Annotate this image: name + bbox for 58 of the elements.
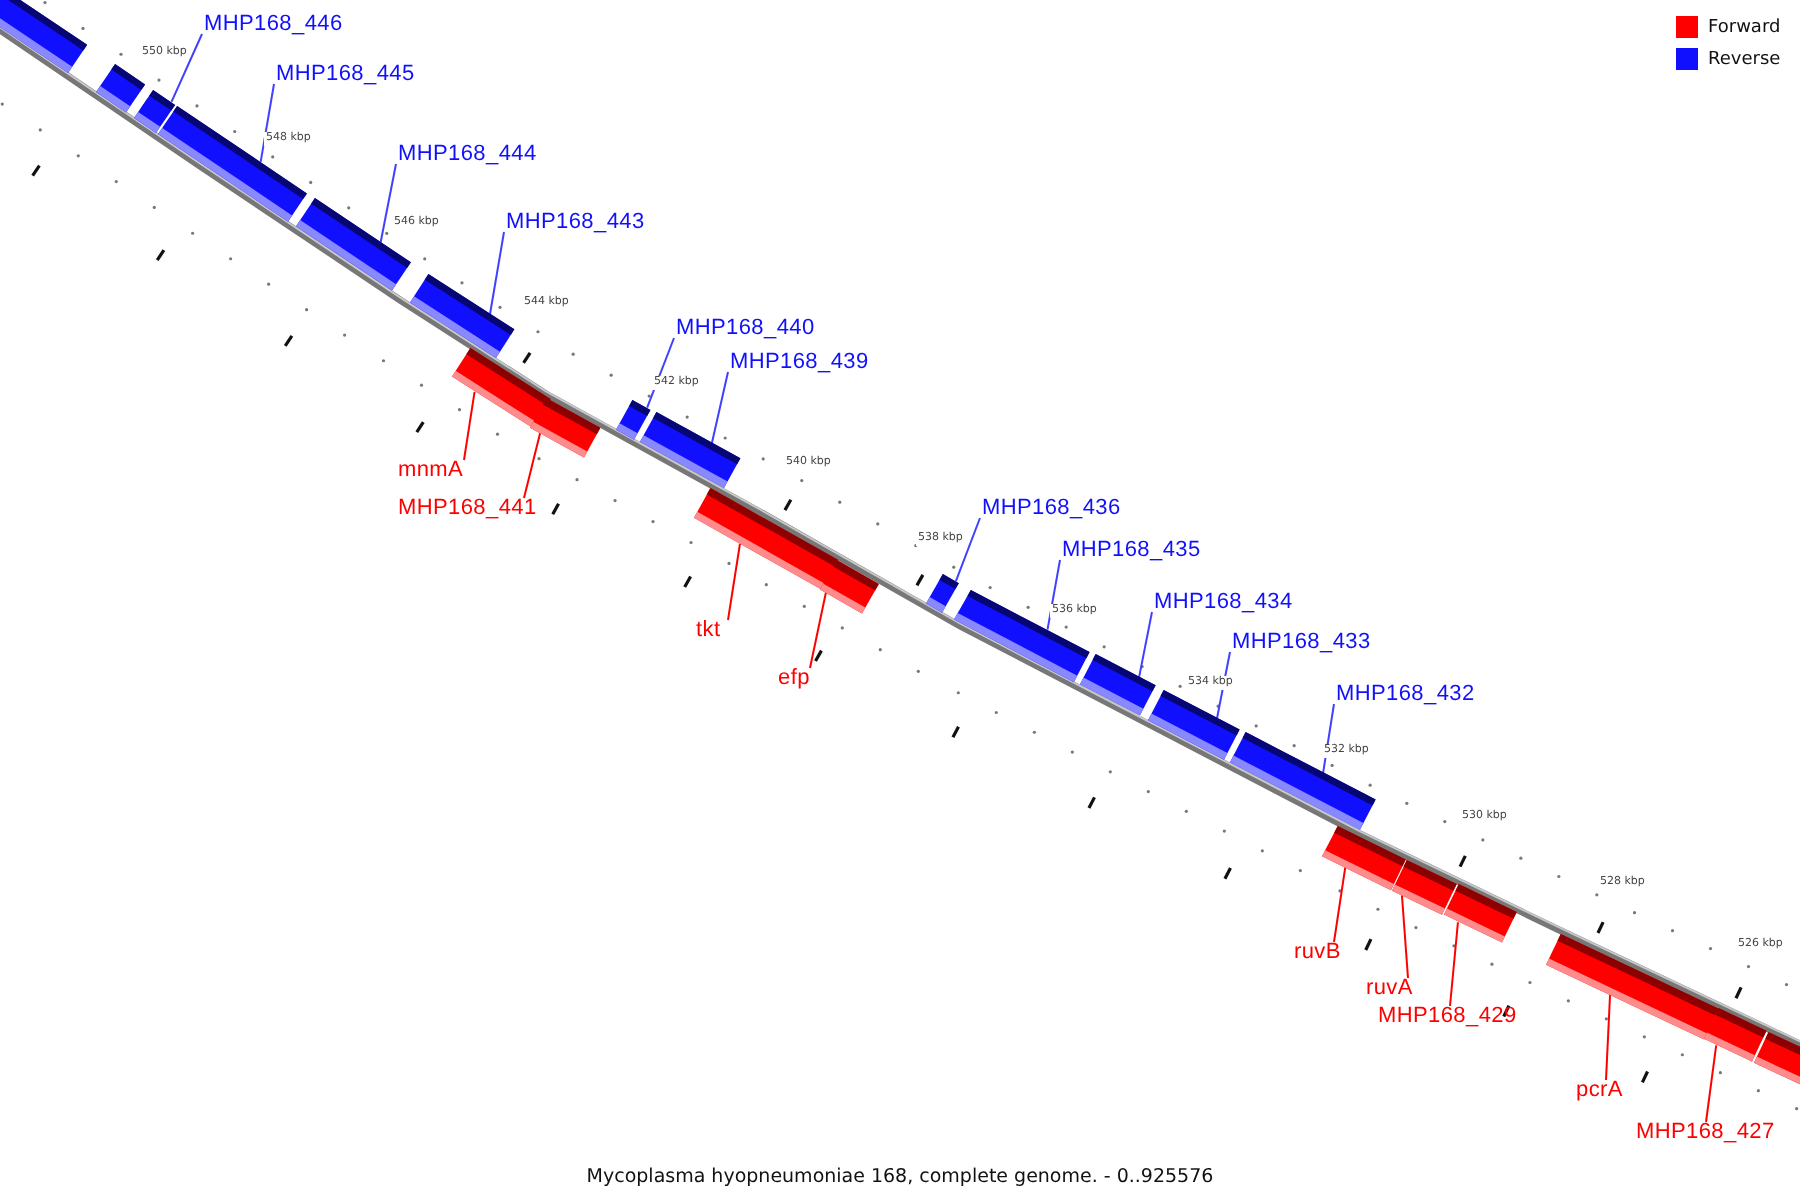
gene-bar <box>694 488 839 590</box>
gene-bar <box>1391 859 1457 915</box>
gene-label: tkt <box>696 618 721 644</box>
leader-line <box>1138 611 1153 679</box>
leader-line <box>523 432 542 499</box>
leader-line <box>727 542 741 621</box>
leader-line <box>379 163 397 244</box>
gene-bar <box>819 559 879 613</box>
gene-bar <box>157 105 307 222</box>
gene-label: mnmA <box>398 458 464 484</box>
gene-bar <box>409 274 514 358</box>
gene-bar <box>1079 654 1156 716</box>
gene-label: MHP168_427 <box>1636 1120 1775 1146</box>
gene-label: MHP168_436 <box>982 496 1121 522</box>
gene-bar <box>1545 934 1719 1040</box>
legend-label: Reverse <box>1708 49 1781 69</box>
gene-label: MHP168_443 <box>506 210 645 236</box>
leader-line <box>1400 894 1409 979</box>
gene-bar <box>1229 732 1376 831</box>
gene-bar <box>925 573 959 612</box>
gene-bar <box>530 397 601 458</box>
gene-label: MHP168_439 <box>730 350 869 376</box>
gene-label: MHP168_435 <box>1062 538 1201 564</box>
gene-label: pcrA <box>1576 1078 1623 1104</box>
leader-line <box>1449 921 1459 1007</box>
leader-line <box>1605 994 1612 1081</box>
caption: Mycoplasma hyopneumoniae 168, complete genome. - 0..925576 <box>586 1166 1214 1188</box>
gene-label: ruvB <box>1294 940 1341 966</box>
gene-bar <box>639 412 740 489</box>
leader-line <box>954 517 981 583</box>
gene-bar <box>1443 884 1517 944</box>
leader-line <box>489 231 505 315</box>
gene-label: MHP168_433 <box>1232 630 1371 656</box>
gene-label: MHP168_444 <box>398 142 537 168</box>
leader-line <box>710 371 729 445</box>
gene-label: MHP168_432 <box>1336 682 1475 708</box>
gene-bar <box>615 399 650 439</box>
gene-bar <box>1147 689 1240 760</box>
leader-line <box>1705 1044 1718 1123</box>
leader-line <box>463 390 476 461</box>
gene-label: MHP168_434 <box>1154 590 1293 616</box>
gene-bar <box>1704 1008 1767 1063</box>
gene-label: MHP168_429 <box>1378 1004 1517 1030</box>
gene-bar <box>1322 826 1407 891</box>
gene-bar <box>95 63 145 112</box>
gene-label: MHP168_440 <box>676 316 815 342</box>
gene-label: MHP168_445 <box>276 62 415 88</box>
gene-label: MHP168_441 <box>398 496 537 522</box>
gene-label: MHP168_446 <box>204 12 343 38</box>
gene-bar <box>295 198 411 291</box>
legend-label: Forward <box>1708 17 1781 37</box>
leader-line <box>259 83 275 163</box>
leader-line <box>809 591 827 669</box>
leader-line <box>1333 866 1347 943</box>
leader-line <box>1046 559 1061 631</box>
gene-label: efp <box>778 666 810 692</box>
leader-line <box>170 33 203 103</box>
gene-label: ruvA <box>1366 976 1413 1002</box>
